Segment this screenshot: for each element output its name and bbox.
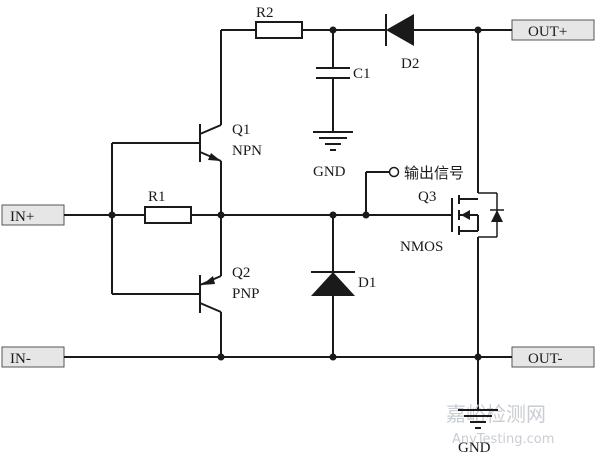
ground-symbol-top: GND — [313, 131, 353, 180]
capacitor-c1: C1 — [316, 66, 371, 82]
port-out-minus-label: OUT- — [528, 351, 562, 367]
q2-ref-label: Q2 — [232, 265, 250, 281]
gnd-bottom-label: GND — [458, 440, 491, 456]
q2-type-label: PNP — [232, 286, 260, 302]
resistor-r1: R1 — [144, 189, 192, 224]
watermark: 嘉峪检测网 AnyTesting.com — [446, 402, 554, 447]
q1-type-label: NPN — [232, 143, 262, 159]
ground-symbol-bottom: GND — [458, 409, 498, 456]
output-signal-label: 输出信号 — [404, 165, 464, 182]
d2-label: D2 — [401, 56, 419, 72]
port-out-plus-label: OUT+ — [528, 24, 567, 40]
transistor-q3: Q3 NMOS — [400, 189, 504, 255]
r2-label: R2 — [256, 5, 274, 21]
output-signal-probe: 输出信号 — [388, 165, 464, 182]
wires — [64, 29, 512, 410]
port-out-plus: OUT+ — [511, 19, 595, 41]
port-out-minus: OUT- — [511, 346, 595, 368]
transistor-q2: Q2 PNP — [199, 265, 260, 313]
q1-ref-label: Q1 — [232, 122, 250, 138]
diode-d2: D2 — [385, 14, 419, 72]
d1-label: D1 — [358, 275, 376, 291]
port-in-minus: IN- — [1, 346, 65, 368]
port-in-minus-label: IN- — [10, 351, 31, 367]
r1-label: R1 — [148, 189, 166, 205]
watermark-cn: 嘉峪检测网 — [446, 402, 546, 426]
port-in-plus: IN+ — [1, 204, 65, 226]
diode-d1: D1 — [311, 271, 376, 296]
watermark-en: AnyTesting.com — [452, 432, 554, 447]
c1-label: C1 — [353, 66, 371, 82]
q3-type-label: NMOS — [400, 239, 443, 255]
q3-ref-label: Q3 — [418, 189, 436, 205]
transistor-q1: Q1 NPN — [199, 122, 262, 162]
port-in-plus-label: IN+ — [10, 209, 34, 225]
gnd-top-label: GND — [313, 164, 346, 180]
resistor-r2: R2 — [255, 5, 303, 39]
junctions — [108, 26, 482, 361]
